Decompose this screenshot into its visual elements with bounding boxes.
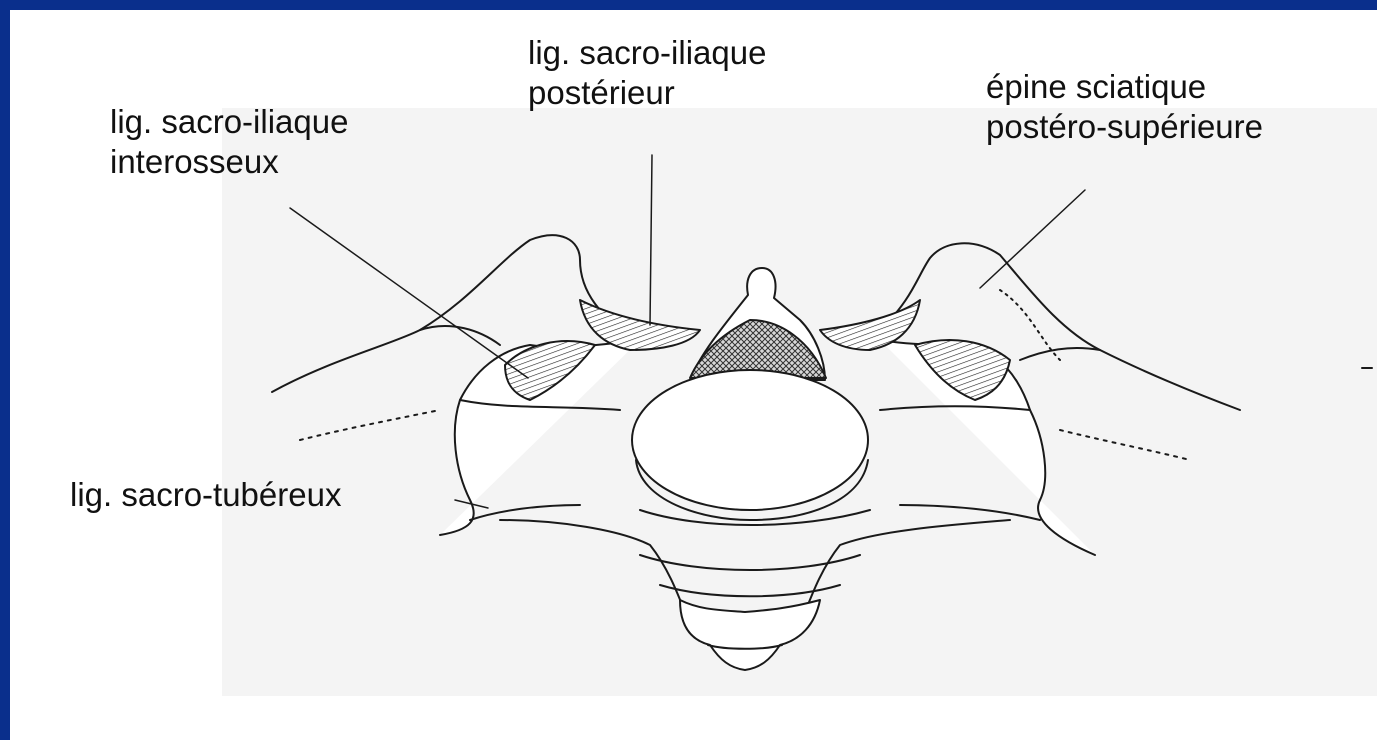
coccyx xyxy=(680,600,820,670)
label-line: lig. sacro-tubéreux xyxy=(70,475,341,515)
label-line: épine sciatique xyxy=(986,67,1263,107)
label-lig-sacro-iliaque-interosseux: lig. sacro-iliaque interosseux xyxy=(110,102,348,182)
leader-epine xyxy=(980,190,1085,288)
leader-posterieur xyxy=(650,155,652,325)
label-lig-sacro-iliaque-posterieur: lig. sacro-iliaque postérieur xyxy=(528,33,766,113)
label-line: lig. sacro-iliaque xyxy=(110,102,348,142)
label-line: lig. sacro-iliaque xyxy=(528,33,766,73)
label-epine-sciatique: épine sciatique postéro-supérieure xyxy=(986,67,1263,147)
posterior-ligament-left xyxy=(580,300,700,350)
label-line: postéro-supérieure xyxy=(986,107,1263,147)
vertebral-body xyxy=(632,370,868,510)
leader-interosseux xyxy=(290,208,528,378)
label-line: interosseux xyxy=(110,142,348,182)
label-line: postérieur xyxy=(528,73,766,113)
label-lig-sacro-tubereux: lig. sacro-tubéreux xyxy=(70,475,341,515)
